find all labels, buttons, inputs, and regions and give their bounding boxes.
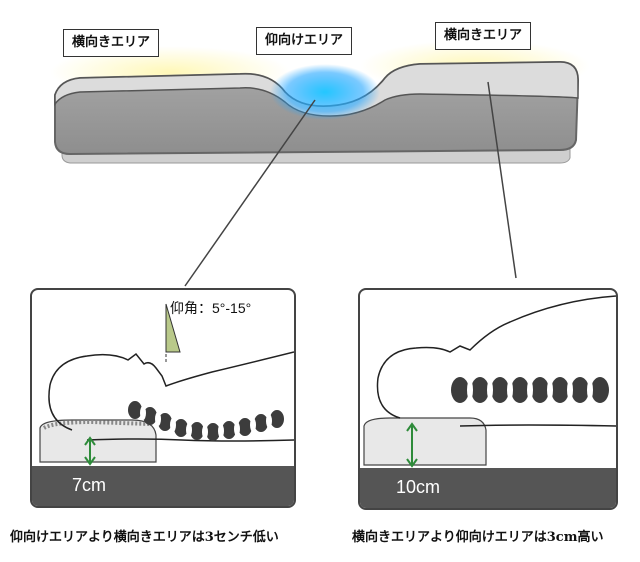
- height-bar: [32, 466, 294, 506]
- height-value: 7cm: [72, 475, 107, 495]
- back-area-label: 仰向けエリア: [256, 27, 353, 55]
- side-sleeping-panel: 10cm: [358, 288, 618, 510]
- back-sleeping-figure: [39, 303, 294, 466]
- side-area-label-left: 横向きエリア: [63, 29, 160, 57]
- back-sleeping-panel: 7cm: [30, 288, 296, 508]
- elevation-angle-label: 仰角：5°-15°: [170, 300, 252, 316]
- left-caption: 仰向けエリアより横向きエリアは3センチ低い: [10, 530, 279, 545]
- height-bar: [360, 468, 616, 508]
- side-area-label-right: 横向きエリア: [435, 22, 532, 50]
- right-caption: 横向きエリアより仰向けエリアは3cm高い: [352, 530, 604, 545]
- side-sleeping-figure: [363, 295, 616, 468]
- height-value: 10cm: [396, 477, 441, 497]
